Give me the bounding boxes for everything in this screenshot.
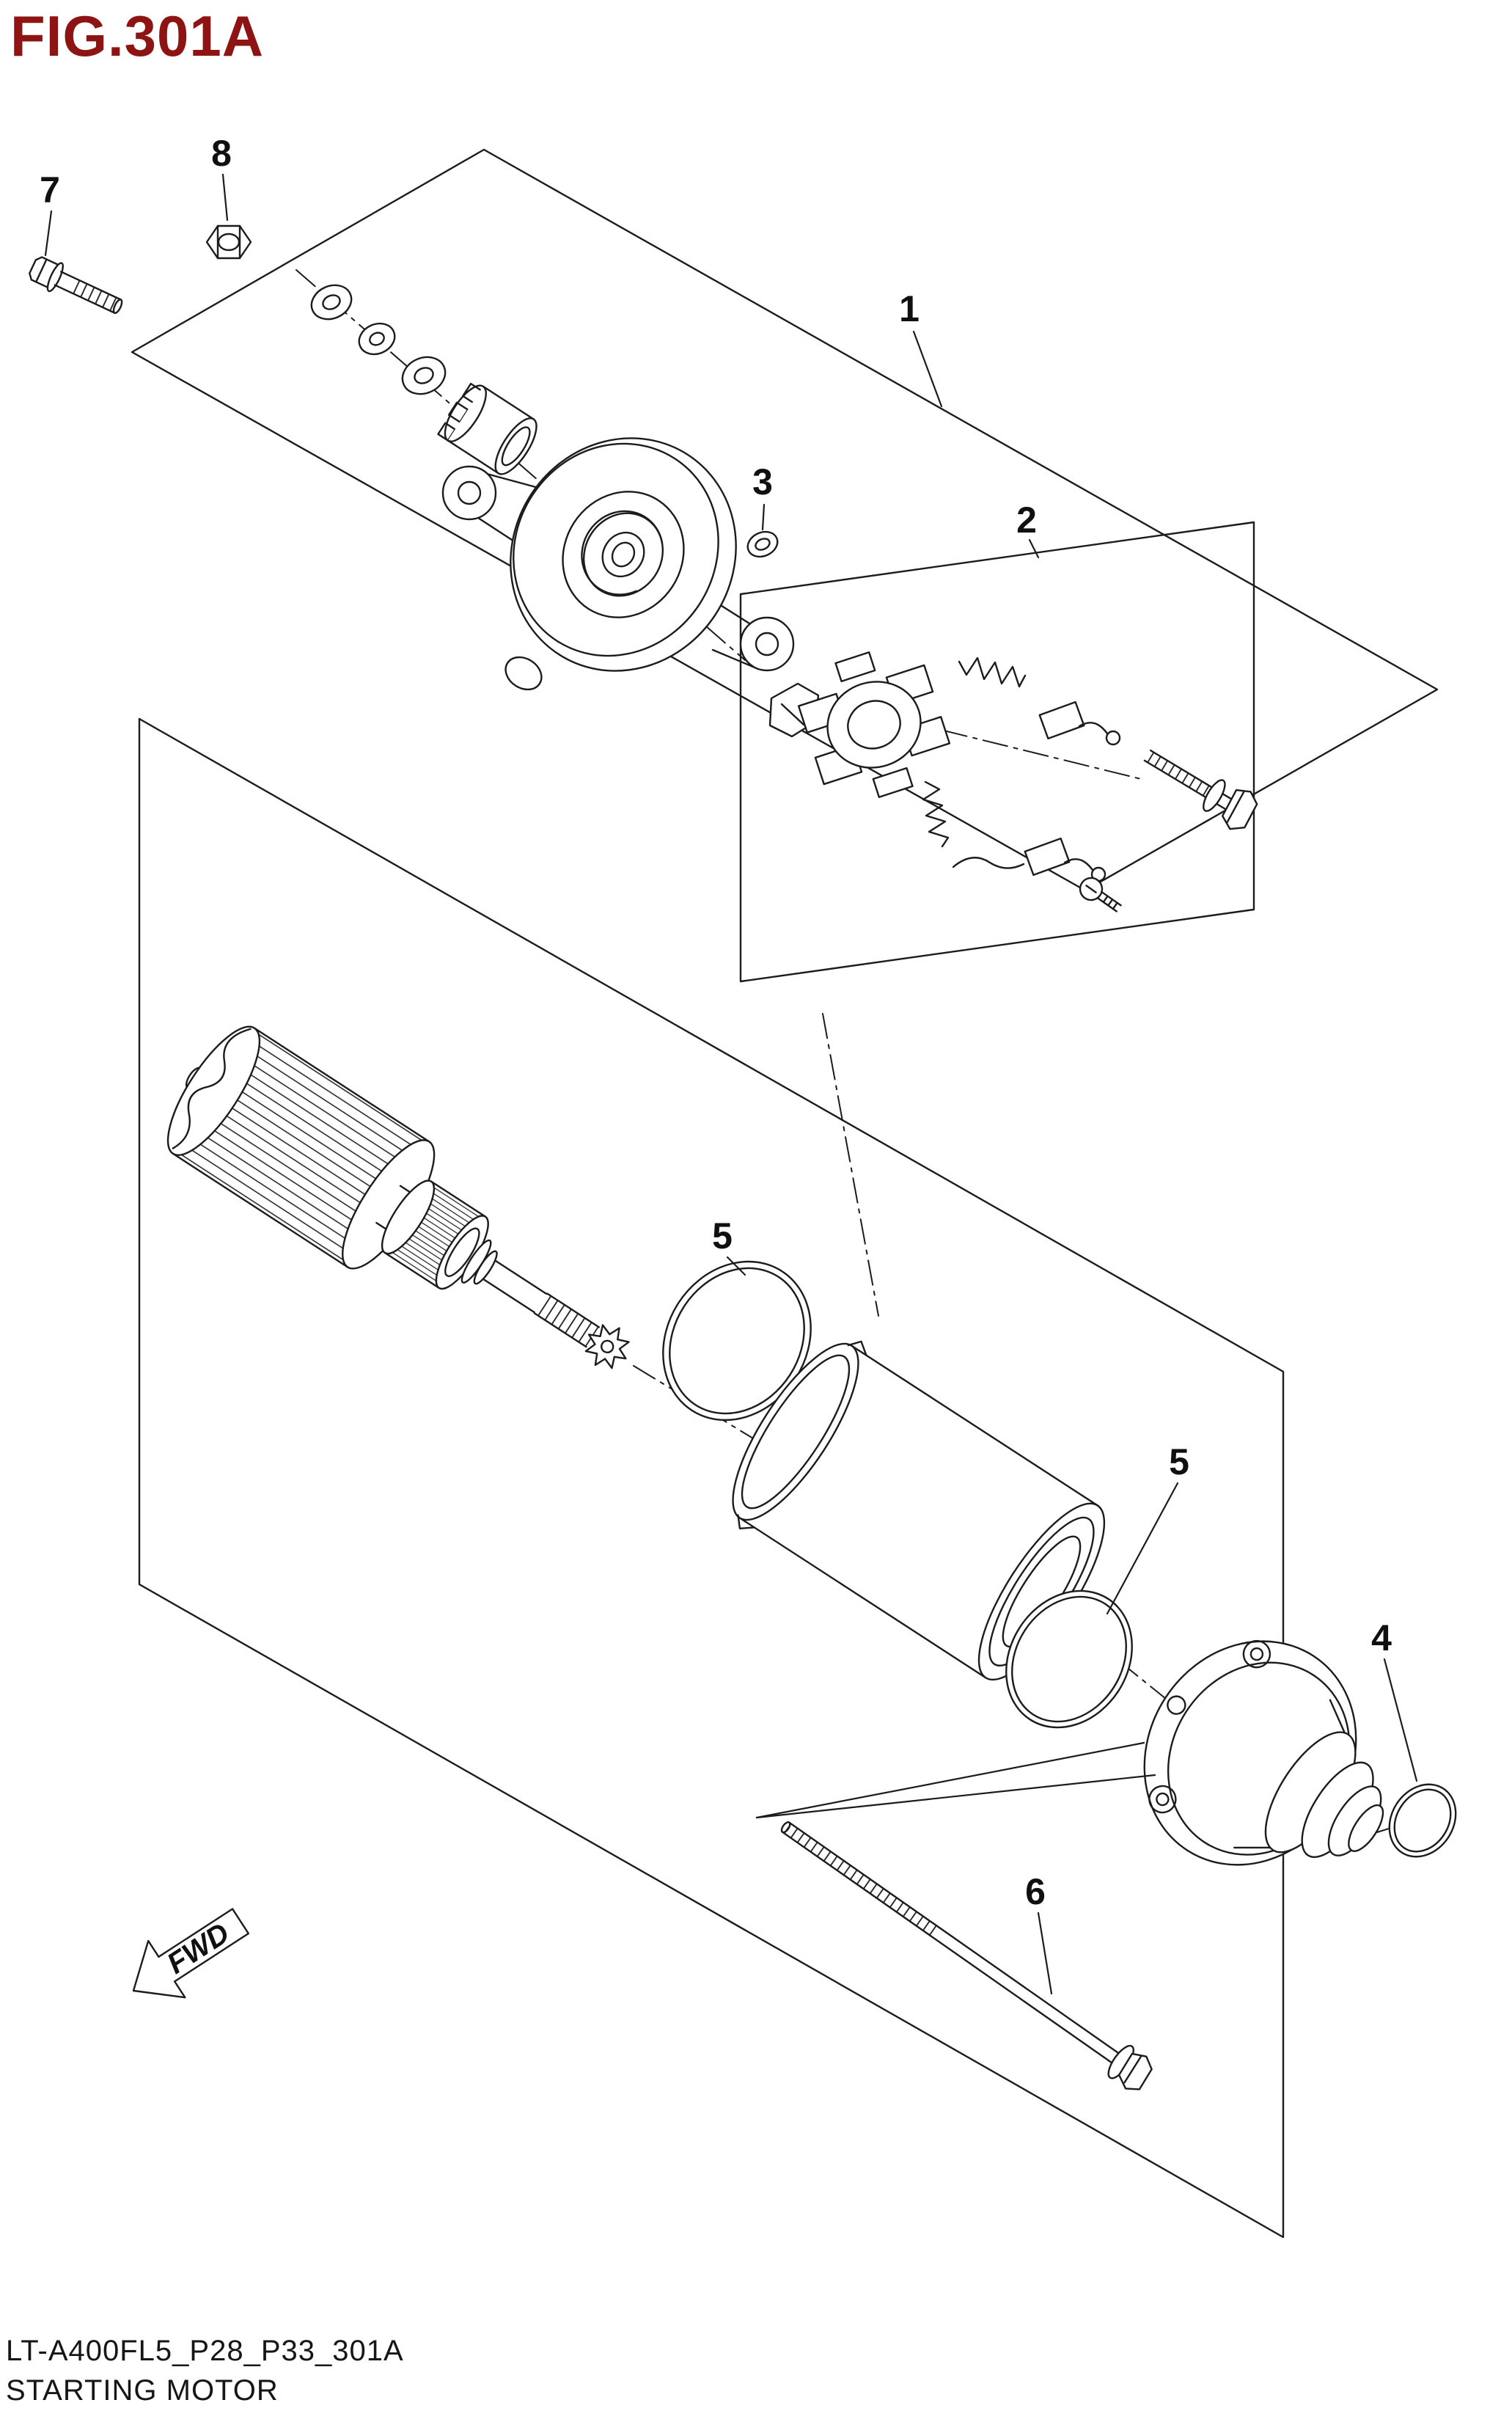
leader-7 [44,210,53,257]
yoke-notch [847,1340,867,1356]
callout-7: 7 [40,169,60,211]
callout-6: 6 [1025,1871,1046,1912]
mount-ear-hole [755,632,779,656]
page-title: FIG.301A [10,4,264,68]
fwd-indicator: FWD [132,1908,250,1999]
washer-hole [755,538,771,551]
spline-star [584,1324,630,1369]
end-cover [1143,1639,1384,1866]
leader-3 [761,503,766,531]
leader-5-front [726,1256,746,1276]
carbon-brush [1038,700,1085,740]
washer-3 [746,530,779,558]
figure-caption: STARTING MOTOR [6,2374,279,2407]
box-part-1 [131,148,1439,892]
carbon-brush [1024,837,1071,877]
lead-wire [952,857,1025,869]
shaft-washers [310,284,447,395]
yoke-cylinder [732,1340,1106,1681]
o-ring-4 [1388,1783,1457,1858]
callout-5-rear: 5 [1169,1441,1189,1482]
figure-code: LT-A400FL5_P28_P33_301A [6,2335,404,2367]
leader-4 [1383,1658,1418,1782]
pointer-line [755,1741,1145,1819]
box-main-assembly [138,717,1285,2239]
grommet-line [780,703,805,726]
leader-2 [1028,538,1040,559]
washer-hole [322,294,341,310]
brush-pigtail [1063,858,1094,871]
pointer-line [755,1774,1156,1819]
terminal-bolt [1143,749,1258,830]
callout-3: 3 [752,461,773,502]
mount-ear [441,465,497,521]
callout-leaders [44,173,1418,1995]
winding-wave [172,1028,252,1149]
leader-1 [912,330,943,408]
front-bracket-assembly [441,437,795,691]
washer-hole [414,367,434,384]
hex-nut-8 [205,224,252,260]
circlip [581,510,664,596]
washer [358,322,396,356]
mount-ear-hole [457,480,482,505]
flange-bolt-7 [29,256,123,314]
fwd-arrow-icon [132,1908,250,1999]
brush-holder-assembly [768,651,1258,912]
bracket-boss [504,656,543,691]
yoke-notch [737,1514,756,1530]
washer [746,530,779,558]
washer [401,356,447,395]
callout-2: 2 [1016,500,1037,541]
brush-pigtail [1078,722,1109,735]
mount-ear [739,616,795,672]
brush-spring [922,780,950,848]
leader-8 [221,173,229,222]
washer-hole [369,332,385,346]
page-footer: LT-A400FL5_P28_P33_301A STARTING MOTOR [6,2335,404,2407]
o-ring-5-front [662,1260,812,1422]
bolt-path-pointer [755,1741,1156,1819]
armature [166,1025,630,1369]
washer [310,284,353,321]
leader-5-rear [1106,1482,1179,1615]
callout-8: 8 [211,133,232,174]
mounting-bolt-6 [780,1821,1153,2090]
leader-6 [1037,1911,1053,1995]
callout-labels: 1 2 3 4 5 5 6 7 8 [40,133,1392,1912]
callout-1: 1 [899,288,920,329]
box-part-2 [739,521,1255,983]
o-ring-5-rear [1005,1589,1133,1729]
callout-4: 4 [1371,1617,1392,1658]
brush-holder-screw [1079,877,1122,912]
brush-spring [958,656,1027,688]
brush-terminal-ring [1105,730,1121,746]
pinion-stopper [437,382,537,475]
brush-holder-plate [797,651,951,798]
centerline [822,1013,879,1317]
callout-5-front: 5 [712,1215,733,1256]
